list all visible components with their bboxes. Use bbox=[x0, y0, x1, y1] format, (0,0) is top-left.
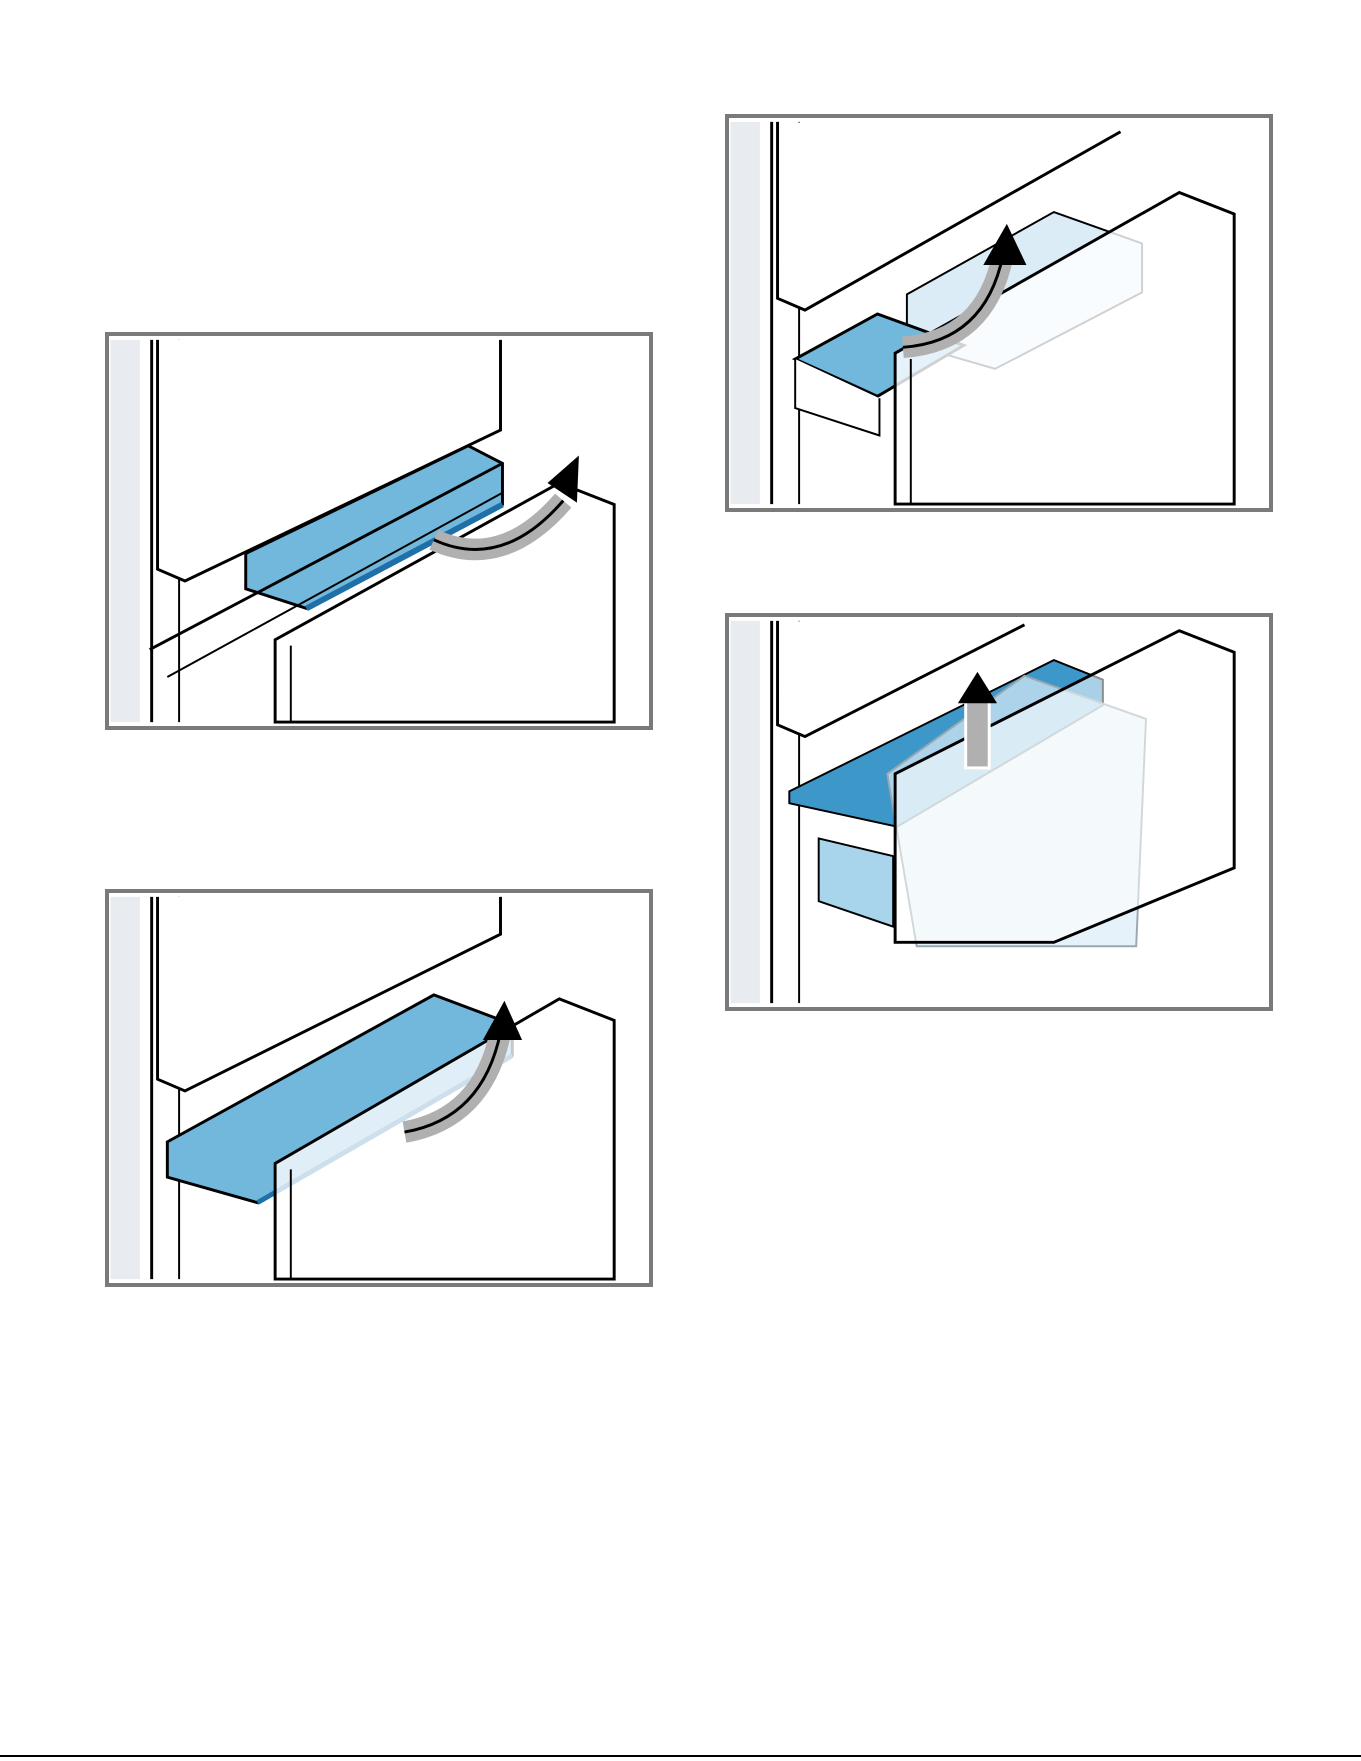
illustration-panel-step-4 bbox=[725, 613, 1273, 1011]
drawer-removal-step-1-illustration bbox=[109, 336, 649, 726]
drawer-removal-step-4-illustration bbox=[729, 617, 1269, 1007]
cabinet-side-wall bbox=[731, 122, 760, 504]
illustration-panel-step-3 bbox=[725, 114, 1273, 512]
up-arrow-icon bbox=[966, 699, 990, 768]
cabinet-side-wall bbox=[731, 621, 760, 1003]
arrow-head bbox=[958, 672, 997, 703]
drawer-removal-step-2-illustration bbox=[109, 893, 649, 1283]
illustration-panel-step-2 bbox=[105, 889, 653, 1287]
cabinet-side-wall bbox=[111, 340, 140, 722]
drawer-removal-step-3-illustration bbox=[729, 118, 1269, 508]
cabinet-side-wall bbox=[111, 897, 140, 1279]
illustration-panel-step-1 bbox=[105, 332, 653, 730]
page-footer-rule bbox=[0, 1755, 1361, 1757]
drawer-bin bbox=[819, 838, 893, 926]
